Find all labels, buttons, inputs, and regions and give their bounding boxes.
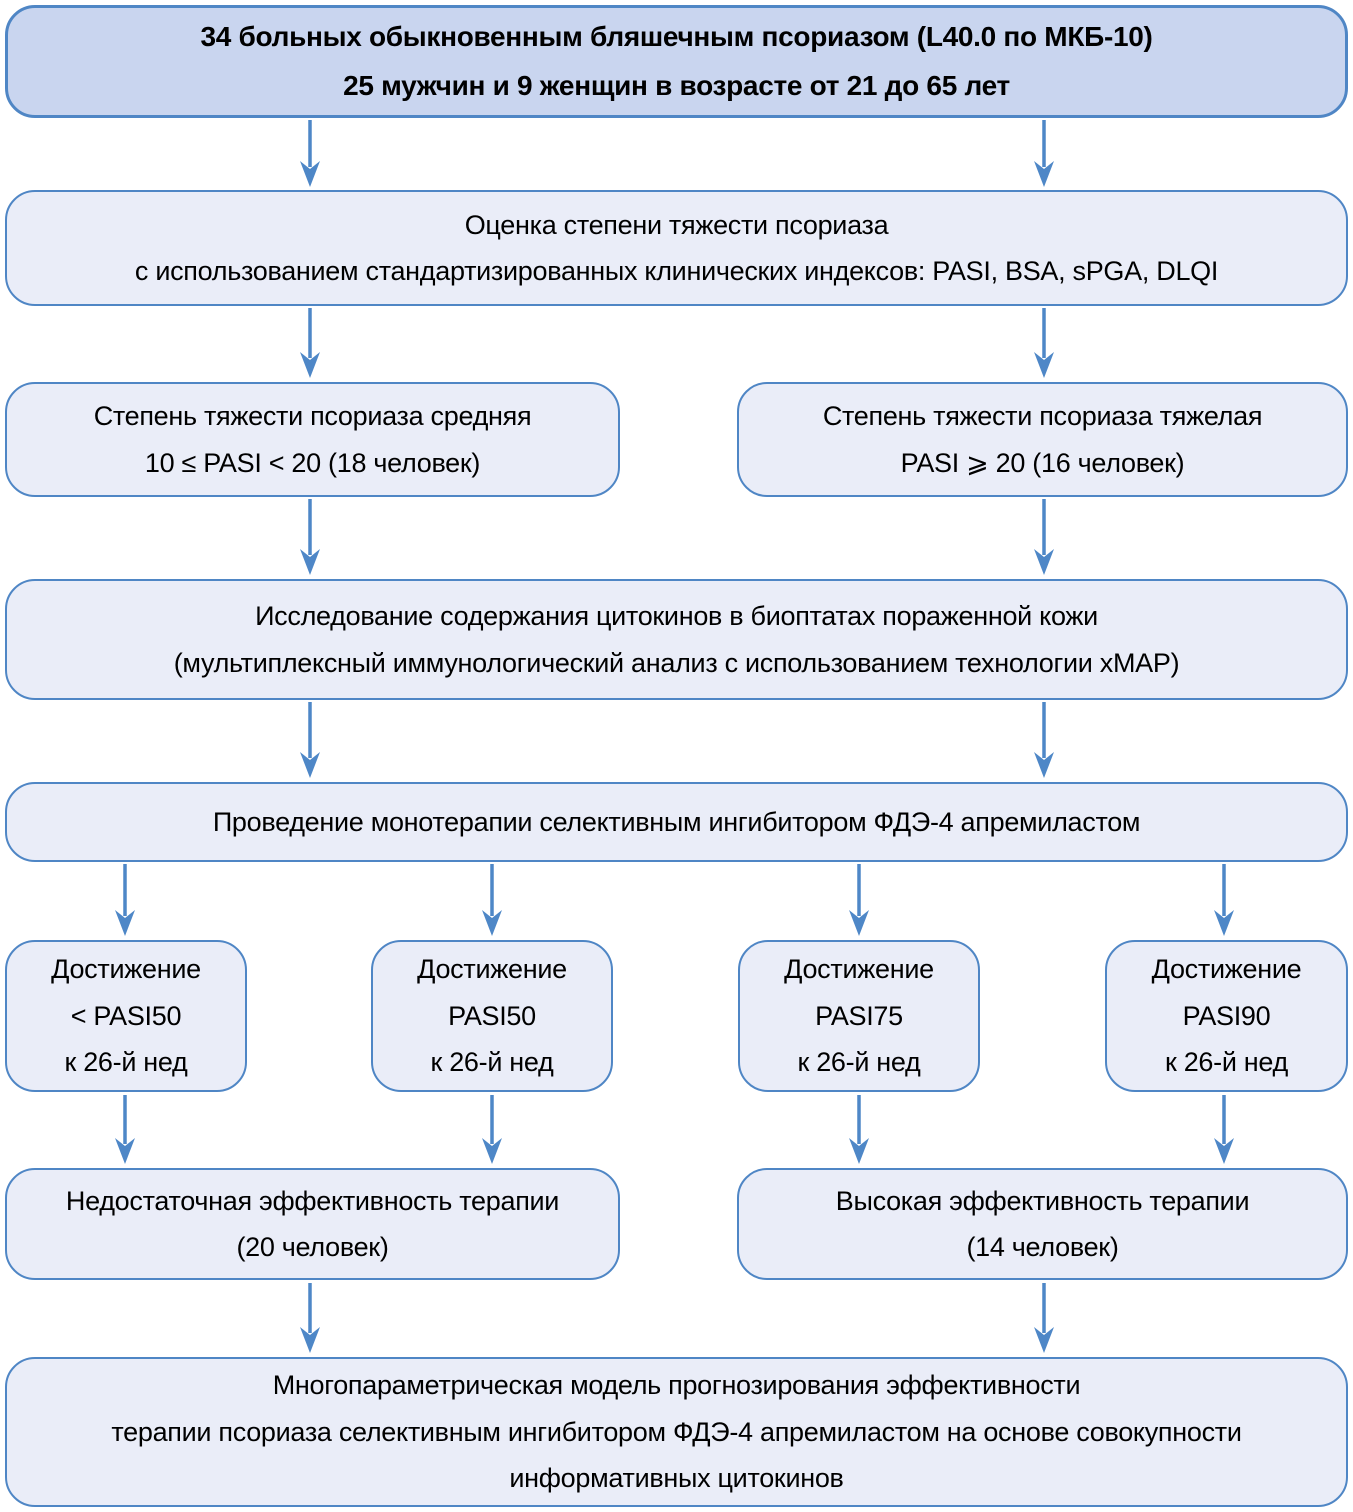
arrow-down-icon xyxy=(1034,120,1054,187)
node-monotherapy: Проведение монотерапии селективным ингиб… xyxy=(5,782,1348,862)
arrow-down-icon xyxy=(300,120,320,187)
node-prediction-model: Многопараметрическая модель прогнозирова… xyxy=(5,1357,1348,1507)
node-cytokine-study: Исследование содержания цитокинов в биоп… xyxy=(5,579,1348,700)
node-moderate-severity: Степень тяжести псориаза средняя 10 ≤ PA… xyxy=(5,382,620,497)
arrow-down-icon xyxy=(849,864,869,936)
arrow-down-icon xyxy=(300,308,320,378)
arrow-down-icon xyxy=(300,499,320,575)
node-pasi50: Достижение PASI50 к 26-й нед xyxy=(371,940,613,1092)
arrow-down-icon xyxy=(1034,1283,1054,1353)
node-severe-severity: Степень тяжести псориаза тяжелая PASI ⩾ … xyxy=(737,382,1348,497)
arrow-down-icon xyxy=(1034,308,1054,378)
arrow-down-icon xyxy=(115,1095,135,1164)
arrow-down-icon xyxy=(300,1283,320,1353)
node-below-pasi50: Достижение < PASI50 к 26-й нед xyxy=(5,940,247,1092)
arrow-down-icon xyxy=(300,702,320,778)
arrow-down-icon xyxy=(482,1095,502,1164)
arrow-down-icon xyxy=(115,864,135,936)
arrow-down-icon xyxy=(1034,702,1054,778)
arrow-down-icon xyxy=(482,864,502,936)
arrow-down-icon xyxy=(1034,499,1054,575)
node-pasi90: Достижение PASI90 к 26-й нед xyxy=(1105,940,1348,1092)
node-severity-assessment: Оценка степени тяжести псориаза с исполь… xyxy=(5,190,1348,306)
arrow-down-icon xyxy=(1214,864,1234,936)
arrow-down-icon xyxy=(849,1095,869,1164)
node-patients: 34 больных обыкновенным бляшечным псориа… xyxy=(5,5,1348,118)
node-insufficient-efficacy: Недостаточная эффективность терапии (20 … xyxy=(5,1168,620,1280)
arrow-down-icon xyxy=(1214,1095,1234,1164)
node-pasi75: Достижение PASI75 к 26-й нед xyxy=(738,940,980,1092)
node-high-efficacy: Высокая эффективность терапии (14 челове… xyxy=(737,1168,1348,1280)
